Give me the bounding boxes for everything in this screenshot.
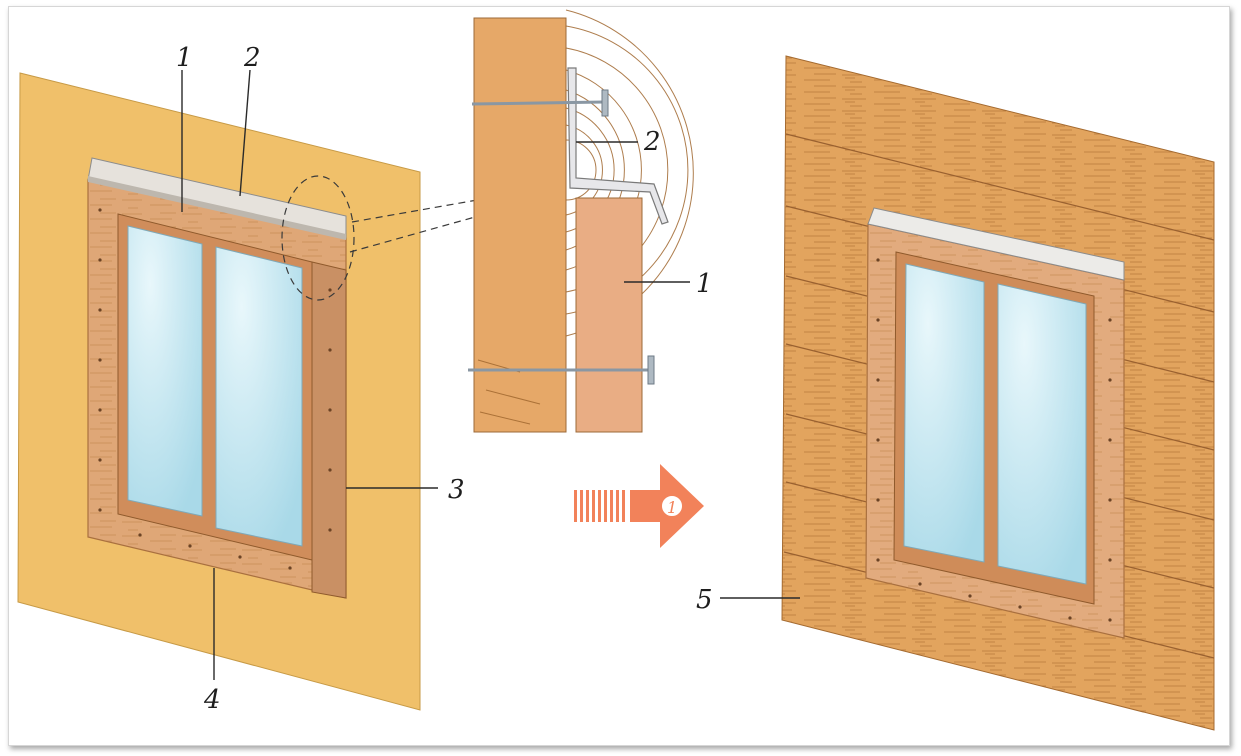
step-arrow: 1 bbox=[574, 464, 704, 548]
nail-dots-left bbox=[98, 208, 332, 570]
nail-bottom bbox=[468, 355, 655, 385]
detail-zoom-circle bbox=[281, 175, 355, 301]
left-assembly: 1 2 3 4 bbox=[17, 43, 501, 715]
step-badge-number: 1 bbox=[667, 498, 677, 517]
callout-5-siding: 5 bbox=[696, 585, 713, 615]
right-glass-right bbox=[997, 283, 1087, 585]
callout-2-section-drip-cap: 2 bbox=[643, 127, 661, 157]
callout-1-section-frame: 1 bbox=[696, 269, 713, 299]
callout-3-side-casing: 3 bbox=[448, 475, 465, 505]
nail-dots-right bbox=[876, 258, 1112, 622]
glass-pane-left bbox=[127, 225, 203, 517]
step-badge bbox=[660, 494, 684, 518]
right-drip-cap bbox=[867, 207, 1125, 281]
callout-4-bottom-casing: 4 bbox=[203, 685, 221, 715]
side-casing bbox=[311, 261, 347, 599]
glass-pane-right bbox=[215, 246, 303, 547]
right-glass-left bbox=[903, 263, 985, 563]
callout-1-frame: 1 bbox=[176, 43, 193, 73]
right-assembly: 5 bbox=[696, 55, 1215, 731]
drip-cap-profile bbox=[567, 67, 669, 225]
nail-top bbox=[471, 89, 609, 117]
section-detail: 2 1 bbox=[468, 9, 713, 433]
callout-2-drip-cap: 2 bbox=[243, 43, 261, 73]
casing-board-section bbox=[575, 197, 643, 433]
